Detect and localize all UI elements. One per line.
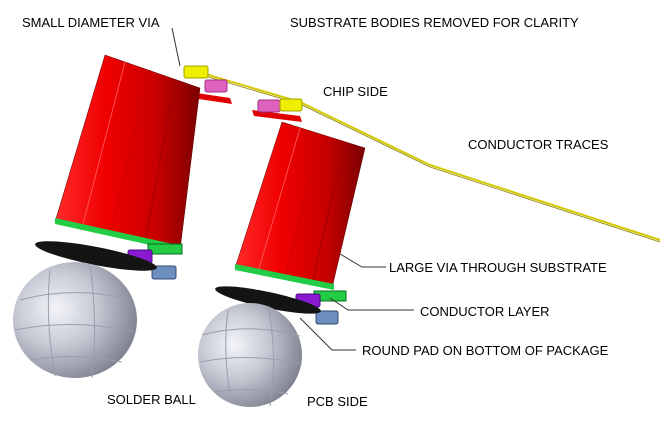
leader-small-via: [171, 27, 181, 67]
large-via-left: [54, 54, 201, 251]
small-via-right: [279, 98, 303, 112]
small-via-pad-left: [204, 79, 228, 93]
leader-large-via: [339, 253, 386, 268]
round-pad-right: [215, 286, 321, 314]
solder-ball-right: [198, 303, 302, 407]
label-conductor-traces: CONDUCTOR TRACES: [468, 137, 609, 152]
label-round-pad: ROUND PAD ON BOTTOM OF PACKAGE: [362, 343, 609, 358]
cylinder-facet: [257, 127, 301, 273]
label-solder-ball: SOLDER BALL: [107, 392, 196, 407]
round-pad-left: [35, 241, 157, 271]
left-via-assembly: [13, 54, 232, 379]
right-via-assembly: [198, 98, 366, 407]
cylinder-facet: [311, 141, 346, 285]
leader-conductor-layer: [329, 297, 414, 311]
solder-ball-left: [13, 262, 137, 378]
label-conductor-layer: CONDUCTOR LAYER: [420, 304, 550, 319]
ball-facets-right: [199, 305, 303, 407]
label-substrate-removed: SUBSTRATE BODIES REMOVED FOR CLARITY: [290, 15, 579, 30]
blue-pad-left: [151, 265, 177, 280]
leader-round-pad: [299, 317, 356, 351]
small-via-left: [183, 65, 209, 79]
small-via-pad-right: [257, 99, 281, 113]
conductor-pad-green-left: [147, 243, 183, 255]
large-via-right: [234, 121, 366, 289]
blue-pad-right: [315, 310, 339, 325]
label-pcb-side: PCB SIDE: [307, 394, 368, 409]
cylinder-facet: [144, 78, 176, 244]
conductor-trace: [204, 73, 661, 241]
label-chip-side: CHIP SIDE: [323, 84, 388, 99]
conductor-layer-right: [235, 264, 334, 290]
cylinder-facet: [109, 69, 151, 236]
cylinder-facet: [284, 134, 323, 279]
conductor-trace-edge: [204, 75, 661, 243]
chip-side-pad-right: [252, 110, 302, 122]
label-large-via: LARGE VIA THROUGH SUBSTRATE: [389, 260, 607, 275]
chip-side-pad-left: [190, 92, 232, 104]
label-small-diameter-via: SMALL DIAMETER VIA: [22, 15, 160, 30]
cylinder-facet: [81, 61, 126, 229]
ball-facets-left: [14, 265, 137, 379]
